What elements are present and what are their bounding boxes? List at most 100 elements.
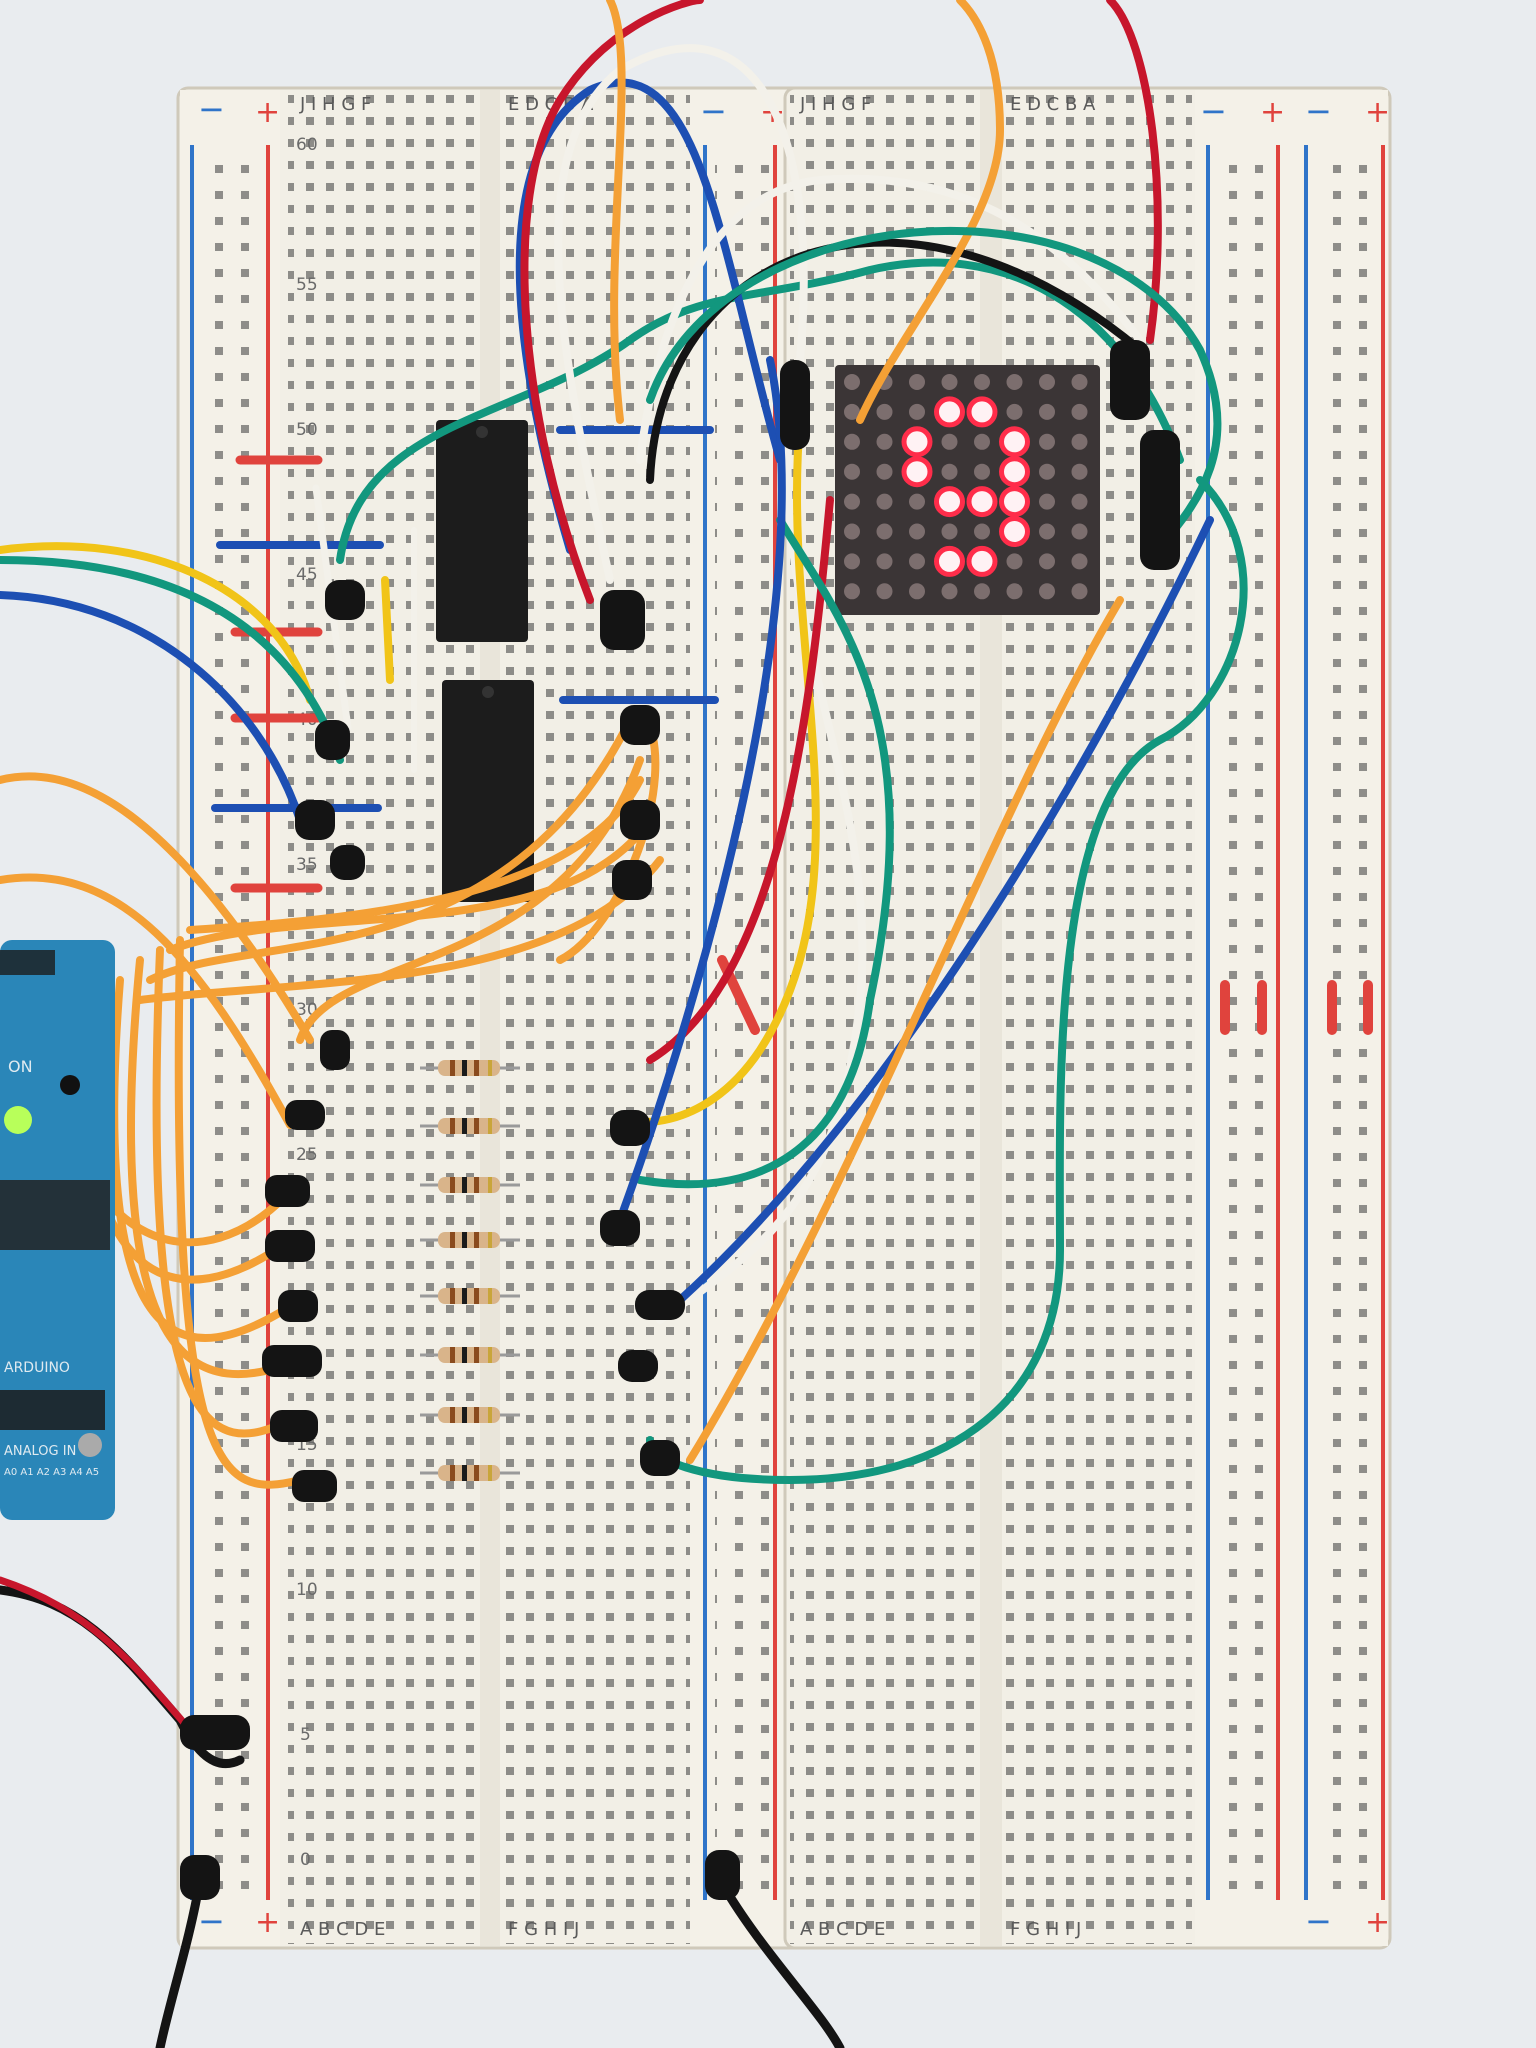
led-dot	[1071, 523, 1088, 540]
led-dot	[844, 583, 860, 600]
led-dot	[876, 433, 893, 450]
led-dot-grid	[844, 374, 1088, 600]
led-dot	[844, 463, 860, 480]
led-dot	[844, 403, 860, 420]
led-dot	[1039, 493, 1055, 510]
led-dot	[974, 583, 990, 600]
column-number: 55	[296, 275, 318, 295]
rail-plus-sign: +	[255, 95, 280, 130]
led-dot-lit	[901, 426, 933, 458]
resistor	[420, 1060, 520, 1076]
led-matrix	[835, 365, 1100, 615]
rail-plus-sign: +	[1365, 95, 1390, 130]
led-dot-lit	[966, 545, 998, 577]
led-dot	[1006, 583, 1023, 600]
led-dot	[909, 553, 925, 570]
led-dot	[1006, 374, 1023, 390]
rail-plus-sign: +	[255, 1905, 280, 1940]
row-labels-top-left: J I H G F	[799, 94, 871, 115]
power-led	[4, 1106, 32, 1134]
led-dot	[876, 463, 893, 480]
resistor	[420, 1407, 520, 1423]
jumper-wires	[0, 0, 1248, 2048]
led-dot	[844, 493, 860, 510]
arduino-board: ON ARDUINO ANALOG IN A0 A1 A2 A3 A4 A5	[0, 940, 115, 1520]
led-dot	[909, 493, 925, 510]
led-dot	[876, 583, 893, 600]
column-number: 5	[300, 1725, 311, 1745]
row-labels-top-left: J I H G F	[299, 94, 371, 115]
mounting-hole	[60, 1075, 80, 1095]
resistor	[420, 1232, 520, 1248]
column-number: 60	[296, 135, 318, 155]
rail-minus-sign: −	[198, 1902, 225, 1940]
led-dot-lit	[966, 486, 998, 518]
led-dot	[844, 374, 860, 390]
led-dot	[974, 463, 990, 480]
shift-register-ic-top	[436, 420, 528, 642]
led-dot	[941, 374, 958, 390]
row-labels-bottom-right: F G H I J	[1010, 1919, 1081, 1940]
led-dot	[1071, 433, 1088, 450]
led-dot-lit	[934, 545, 965, 577]
rail-minus-sign: −	[198, 90, 225, 128]
led-dot	[974, 433, 990, 450]
led-dot	[974, 523, 990, 540]
wire-plugs	[180, 340, 1180, 1900]
led-dot	[941, 583, 958, 600]
led-dot	[876, 403, 893, 420]
led-dot	[1039, 583, 1055, 600]
led-dot	[1039, 523, 1055, 540]
mounting-hole	[78, 1433, 102, 1457]
led-dot	[876, 493, 893, 510]
led-dot-lit	[999, 516, 1030, 547]
led-dot	[844, 433, 860, 450]
led-dot-lit	[934, 486, 965, 518]
led-dot	[941, 463, 958, 480]
led-dot-lit	[966, 396, 998, 428]
led-dot	[1071, 403, 1088, 420]
led-dot	[1039, 463, 1055, 480]
resistor	[420, 1177, 520, 1193]
rail-plus-sign: +	[1365, 1905, 1390, 1940]
resistor-bank	[420, 1060, 520, 1481]
column-number: 25	[296, 1145, 318, 1165]
led-dot	[1071, 463, 1088, 480]
led-dot	[1039, 403, 1055, 420]
analog-in-label: ANALOG IN	[4, 1444, 76, 1459]
column-number: 45	[296, 565, 318, 585]
led-dot	[941, 523, 958, 540]
rail-minus-sign: −	[1305, 92, 1332, 130]
led-dot	[974, 374, 990, 390]
analog-header	[0, 1390, 105, 1430]
led-dot	[1039, 374, 1055, 390]
analog-pin-labels: A0 A1 A2 A3 A4 A5	[4, 1467, 99, 1478]
led-dot	[876, 523, 893, 540]
led-dot-lit	[934, 396, 965, 428]
row-labels-top-right: E D C B A	[1010, 94, 1096, 115]
led-dot-lit	[999, 486, 1030, 518]
led-dot	[1071, 553, 1088, 570]
led-dot	[1071, 583, 1088, 600]
rail-minus-sign: −	[1200, 92, 1227, 130]
led-dot	[1071, 374, 1088, 390]
led-dot	[909, 523, 925, 540]
led-dot	[909, 583, 925, 600]
led-dot-lit	[999, 426, 1030, 458]
arduino-chip	[0, 1180, 110, 1250]
row-labels-bottom-left: A B C D E	[800, 1919, 885, 1940]
led-dot	[876, 553, 893, 570]
rail-minus-sign: −	[700, 92, 727, 130]
led-dot	[909, 374, 925, 390]
rail-holes-mid	[715, 160, 770, 1900]
led-dot-lit	[999, 456, 1030, 488]
resistor	[420, 1288, 520, 1304]
resistor	[420, 1465, 520, 1481]
center-channel	[480, 90, 500, 1946]
column-number: 10	[296, 1580, 318, 1600]
rail-minus-sign: −	[1305, 1902, 1332, 1940]
led-dot	[1006, 553, 1023, 570]
led-dot	[844, 553, 860, 570]
resistor	[420, 1118, 520, 1134]
led-dot	[941, 433, 958, 450]
